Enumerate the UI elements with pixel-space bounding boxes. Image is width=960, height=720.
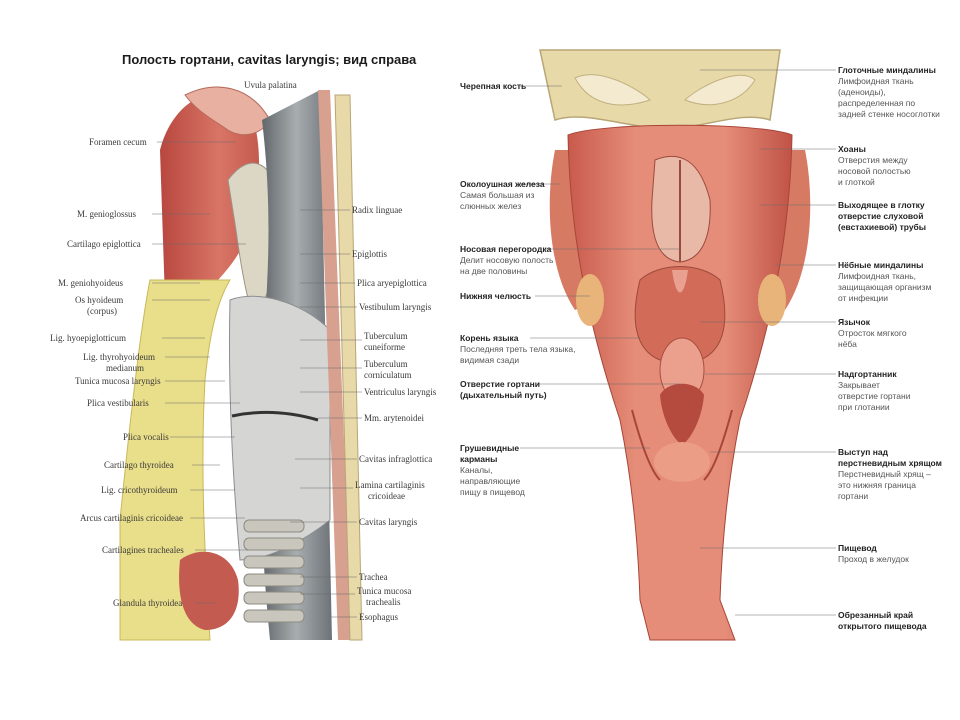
label-genioglossus: M. genioglossus [77, 209, 137, 219]
posterior-wall [318, 90, 352, 640]
label-vestibulum-laryngis: Vestibulum laryngis [359, 302, 432, 312]
tongue-muscle [160, 91, 260, 300]
label-cuneiforme: cuneiforme [364, 342, 405, 352]
label-cartilago-epiglottica: Cartilago epiglottica [67, 239, 141, 249]
skull-hollow [574, 74, 756, 106]
uvula-shape [184, 86, 271, 136]
label-thyrohyoideum: Lig. thyrohyoideum [83, 352, 155, 362]
piriform-left [631, 409, 661, 481]
label-hyoepiglotticum: Lig. hyoepiglotticum [50, 333, 126, 343]
vertebral-strip [334, 94, 363, 641]
tonsil-right [758, 274, 786, 326]
label-cartilago-thyroidea: Cartilago thyroidea [104, 460, 174, 470]
oropharynx-opening [634, 266, 726, 361]
label-corniculatum: corniculatum [364, 370, 412, 380]
label-trachea: Trachea [359, 572, 388, 582]
cricoid-bulge [654, 442, 710, 482]
larynx-sagittal-section [119, 86, 363, 641]
label-radix-linguae: Radix linguae [352, 205, 403, 215]
label-plica-vocalis: Plica vocalis [123, 432, 169, 442]
label-epiglottis: Epiglottis [352, 249, 388, 259]
thyroid-gland [179, 551, 239, 630]
label-tuberculum-1: Tuberculum [364, 331, 408, 341]
label-cricoideae: cricoideae [368, 491, 405, 501]
label-arcus-cricoideae: Arcus cartilaginis cricoideae [80, 513, 183, 523]
label-cavitas-infraglottica: Cavitas infraglottica [359, 454, 433, 464]
piriform-right [703, 409, 733, 481]
label-foramen-cecum: Foramen cecum [89, 137, 147, 147]
pharynx-posterior-view [539, 49, 811, 641]
label-mandible: Нижняя челюсть [460, 291, 532, 301]
ventricle-slit [231, 411, 319, 422]
label-glandula-thyroidea: Glandula thyroidea [113, 598, 183, 608]
label-geniohyoideus: M. geniohyoideus [58, 278, 123, 288]
label-medianum: medianum [106, 363, 144, 373]
label-plica-aryepiglottica: Plica aryepiglottica [357, 278, 427, 288]
uvula-drop [672, 270, 688, 293]
label-arytenoidei: Mm. arytenoidei [364, 413, 424, 423]
label-laryngeal-opening: Отверстие гортани(дыхательный путь) [460, 379, 547, 400]
label-cartilagines-tracheales: Cartilagines tracheales [102, 545, 184, 555]
label-os-hyoideum: Os hyoideum [75, 295, 124, 305]
tracheal-rings [243, 519, 305, 623]
label-skull-bone: Черепная кость [460, 81, 527, 91]
label-plica-vestibularis: Plica vestibularis [87, 398, 149, 408]
tonsil-left [576, 274, 604, 326]
figure-title: Полость гортани, cavitas laryngis; вид с… [122, 52, 417, 67]
label-lamina-cartilaginis: Lamina cartilaginis [355, 480, 425, 490]
label-trachealis: trachealis [366, 597, 401, 607]
label-ventriculus: Ventriculus laryngis [364, 387, 437, 397]
label-eustachian: Выходящее в глотку отверстие слуховой (е… [838, 200, 927, 232]
laryngeal-inlet [660, 383, 704, 445]
label-esophagus: Esophagus [359, 612, 398, 622]
leader-lines [152, 69, 836, 618]
label-tunica-mucosa-laryngis: Tunica mucosa laryngis [75, 376, 161, 386]
label-tunica-mucosa: Tunica mucosa [357, 586, 412, 596]
label-cut-edge: Обрезанный край открытого пищевода [838, 610, 927, 631]
label-corpus: (corpus) [87, 306, 117, 316]
label-uvula: Uvula palatina [244, 80, 297, 90]
label-tuberculum-2: Tuberculum [364, 359, 408, 369]
label-cavitas-laryngis: Cavitas laryngis [359, 517, 418, 527]
label-cricothyroideum: Lig. cricothyroideum [101, 485, 178, 495]
